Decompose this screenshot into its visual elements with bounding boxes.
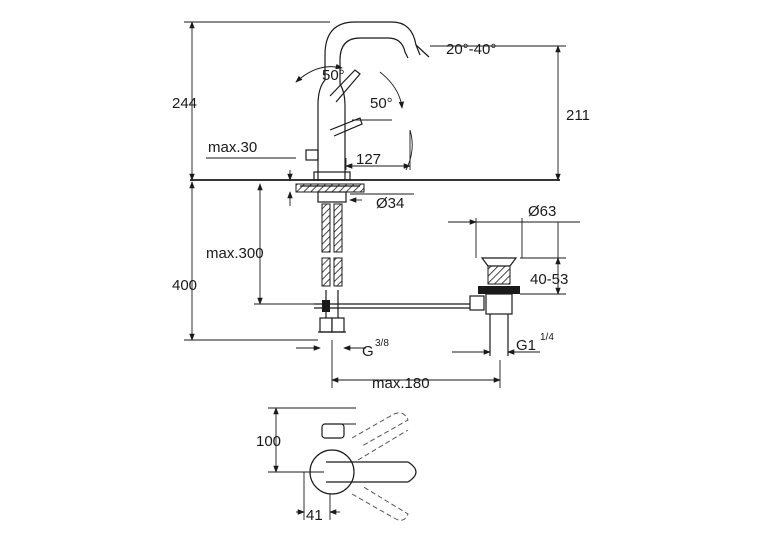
dim-plan-width: 41: [306, 507, 323, 524]
dim-waste-thread: G1: [516, 337, 536, 354]
dim-max-thickness: max.30: [208, 139, 257, 156]
dim-plan-depth: 100: [256, 433, 281, 450]
dim-lever-angle-a: 50°: [322, 67, 345, 84]
dim-total-height: 244: [172, 95, 197, 112]
dim-spout-reach: 127: [356, 151, 381, 168]
faucet-plan-view: [309, 412, 417, 521]
plan-dimension-lines: [268, 407, 356, 520]
supply-hoses: [317, 191, 347, 333]
dim-lower-height: 400: [172, 277, 197, 294]
dim-waste-flange: Ø63: [528, 203, 556, 220]
dimension-lines: [184, 21, 580, 388]
dim-waste-range: 40-53: [530, 271, 568, 288]
dim-lever-angle-b: 50°: [370, 95, 393, 112]
dim-max-offset: max.180: [372, 375, 430, 392]
dim-spout-angle: 20°-40°: [446, 41, 496, 58]
dim-waste-thread-fraction: 1/4: [540, 332, 554, 343]
dim-connection-thread-fraction: 3/8: [375, 338, 389, 349]
dim-hose-length: max.300: [206, 245, 264, 262]
dim-hole-diameter: Ø34: [376, 195, 404, 212]
pop-up-waste: [469, 257, 520, 356]
dim-spout-height: 211: [566, 107, 590, 124]
dim-connection-thread: G: [362, 343, 374, 360]
